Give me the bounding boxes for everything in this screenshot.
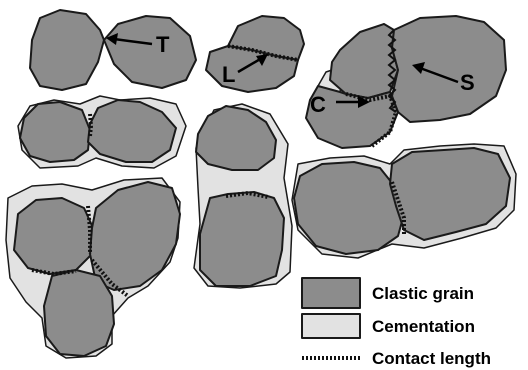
label-long: L	[222, 62, 235, 87]
clastic-grain	[294, 162, 404, 254]
clastic-grain	[30, 10, 104, 90]
legend-label-grain: Clastic grain	[372, 284, 474, 303]
legend-swatch-grain	[302, 278, 360, 308]
panel-concavo-sutured: S C	[306, 16, 506, 148]
panel-right-pair	[292, 144, 516, 258]
clastic-grain	[104, 16, 196, 88]
clastic-grain	[20, 102, 90, 162]
legend-swatch-cementation	[302, 314, 360, 338]
panel-long: L	[206, 16, 304, 92]
clastic-grain	[392, 16, 506, 122]
label-sutured: S	[460, 70, 475, 95]
clastic-grain	[200, 192, 284, 286]
legend-label-cementation: Cementation	[372, 317, 475, 336]
legend: Clastic grain Cementation Contact length	[302, 278, 491, 368]
panel-cemented-pair	[18, 96, 186, 168]
panel-vertical-pair	[194, 104, 292, 288]
label-tangential: T	[156, 32, 170, 57]
legend-label-contact: Contact length	[372, 349, 491, 368]
label-concavo: C	[310, 92, 326, 117]
panel-tangential: T	[30, 10, 196, 90]
panel-triple-cluster	[6, 178, 180, 358]
clastic-grain	[14, 198, 94, 274]
clastic-grain	[44, 270, 114, 356]
